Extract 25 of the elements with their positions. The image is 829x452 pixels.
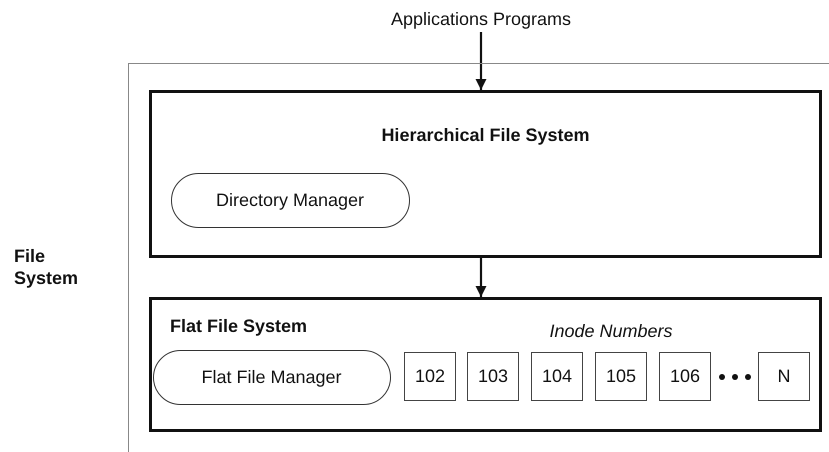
manager-pill [171,173,410,228]
inode-number: N [776,365,792,387]
inode-number: 103 [476,365,510,387]
box-heading: Flat File System [170,315,308,337]
arrow [476,32,486,90]
source-label: Applications Programs [390,8,572,30]
inode-box [467,352,519,401]
layer-box [149,90,822,258]
manager-pill [153,350,391,405]
inode-number: 105 [604,365,638,387]
inode-box [595,352,647,401]
arrow [476,258,486,297]
inode-number: 106 [668,365,702,387]
inode-box [404,352,456,401]
manager-label: Directory Manager [214,189,366,211]
box-heading: Hierarchical File System [380,124,591,146]
inode-number: 104 [540,365,574,387]
inode-number: 102 [414,365,446,387]
manager-label: Flat File Manager [200,366,343,388]
inode-box [659,352,711,401]
frame-heading: File System [14,245,80,289]
inode-box [758,352,810,401]
inode-box [531,352,583,401]
section-label: Inode Numbers [548,320,674,342]
layer-box [149,297,822,432]
